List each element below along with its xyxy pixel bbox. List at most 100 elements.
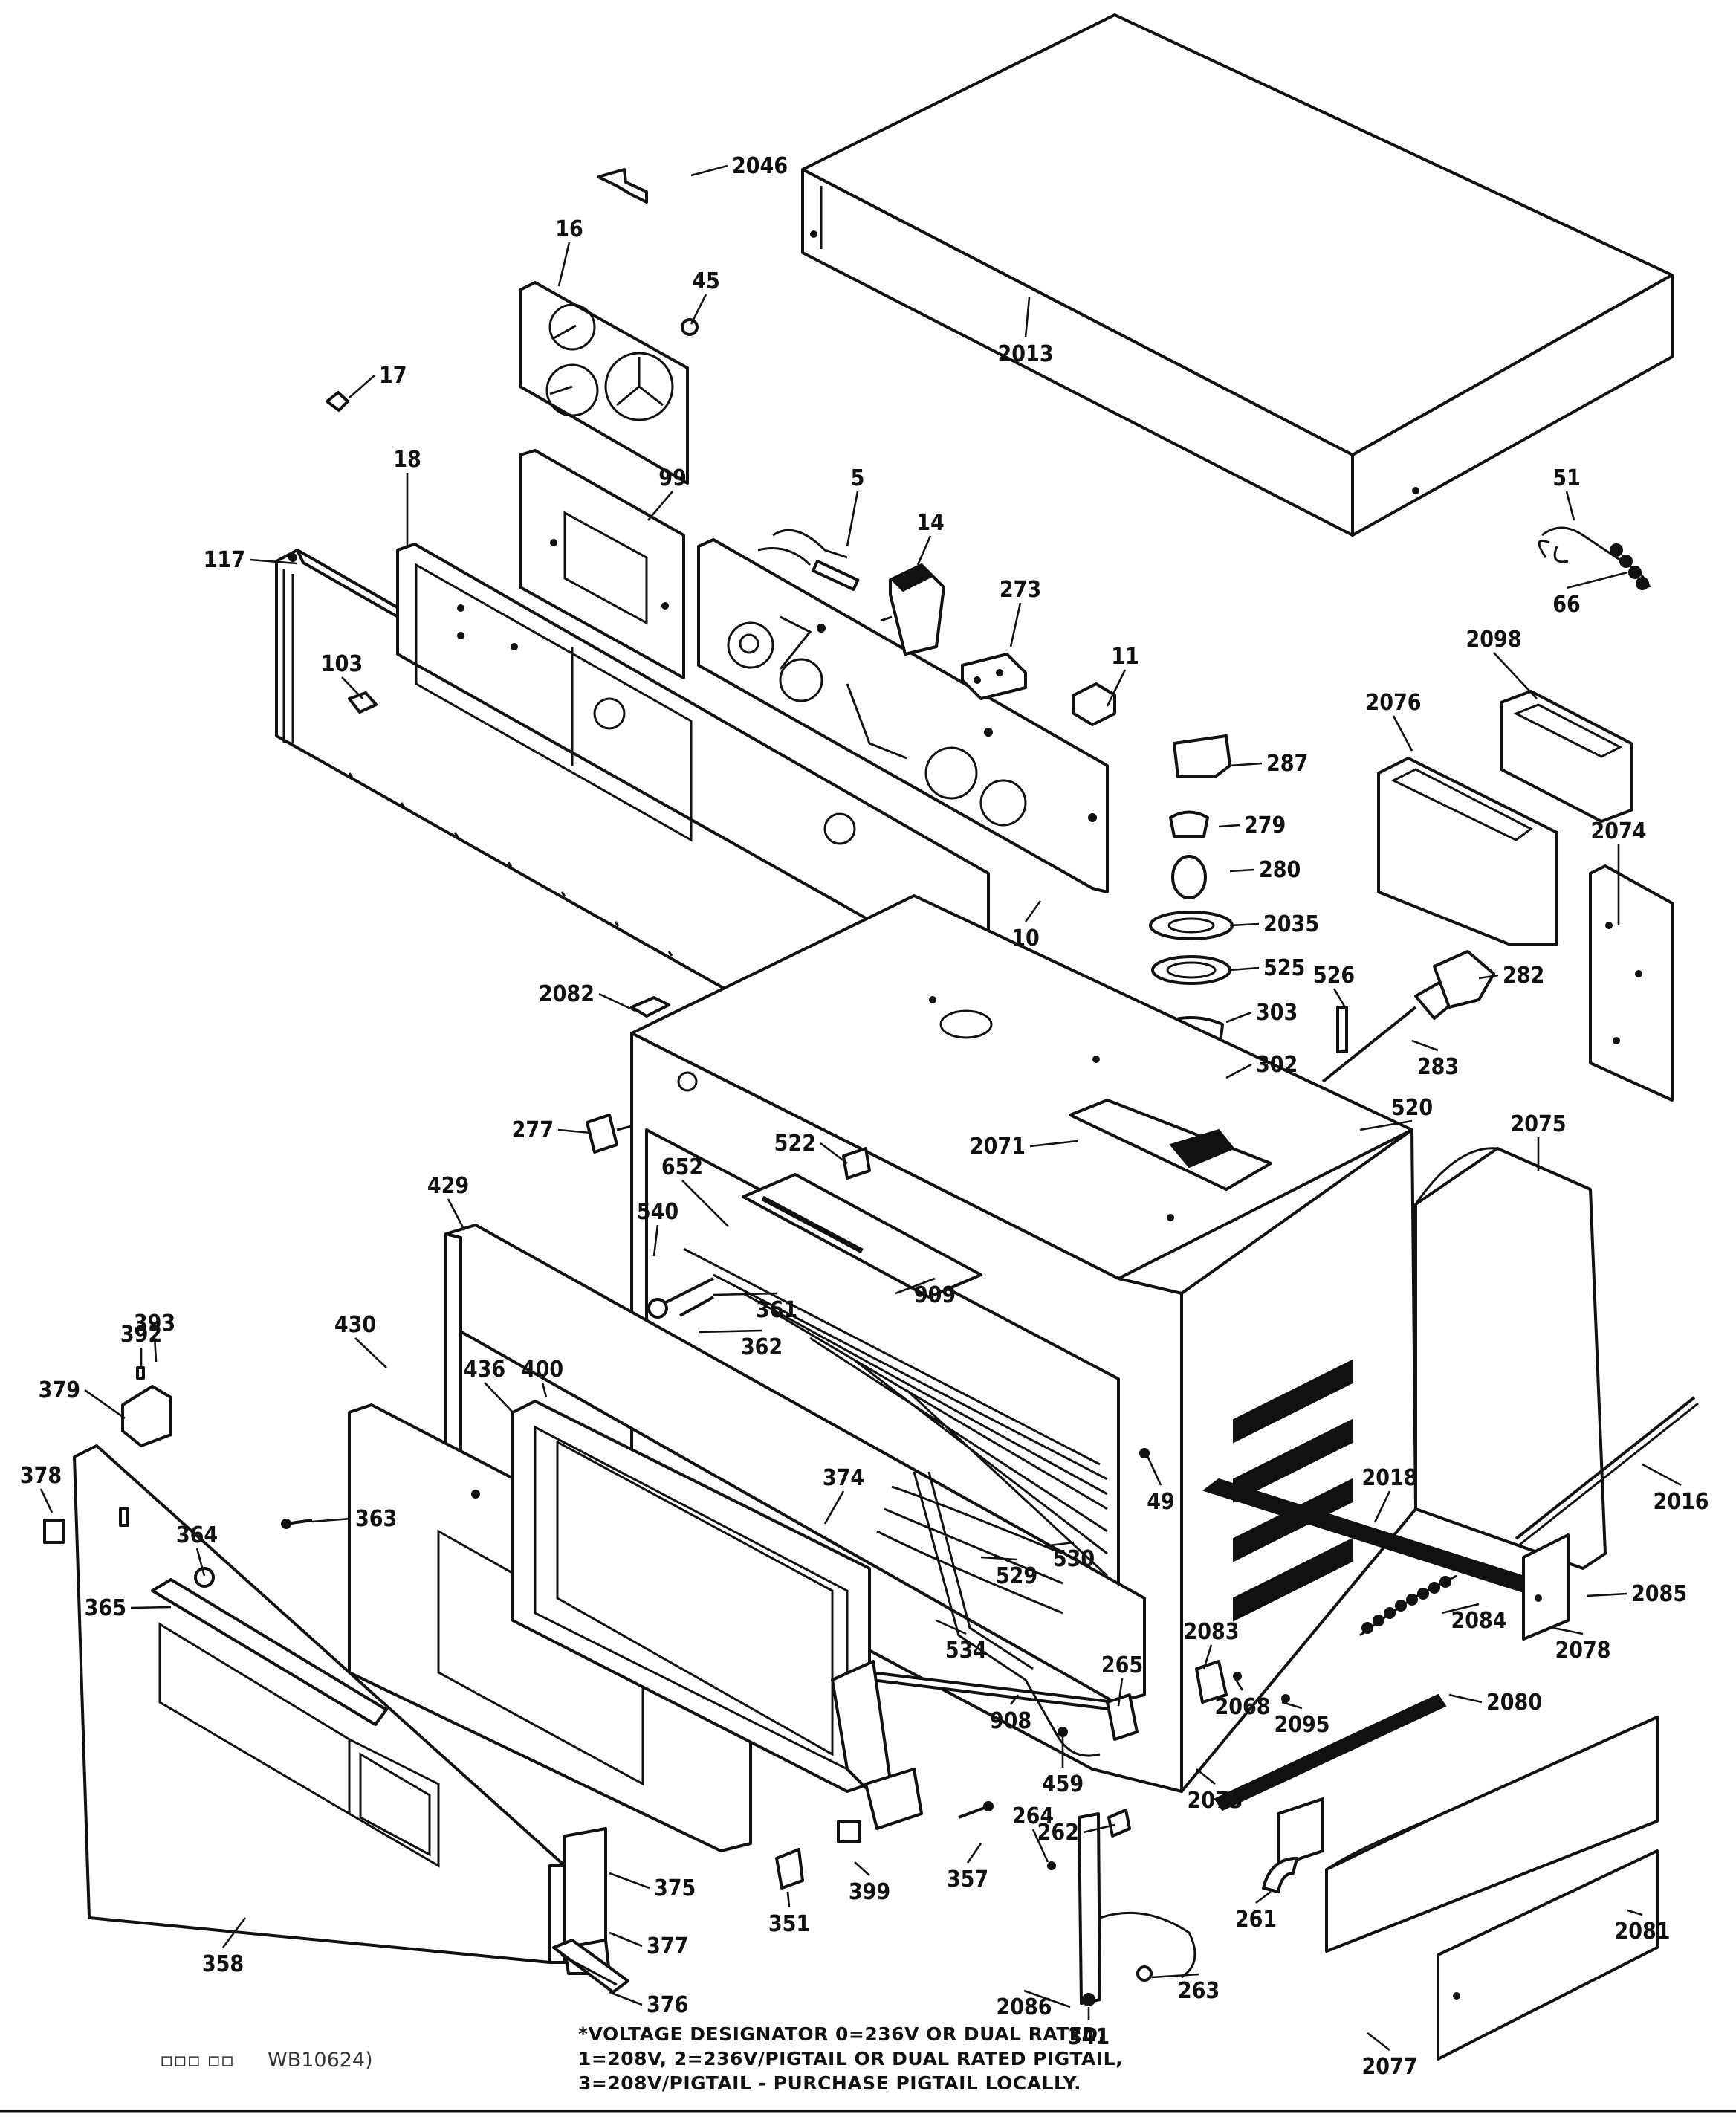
leader-909 <box>895 1277 936 1295</box>
leader-540 <box>652 1224 659 1257</box>
callout-263: 263 <box>1178 1978 1220 2004</box>
callout-2071: 2071 <box>970 1134 1026 1160</box>
callout-2078: 2078 <box>1555 1638 1610 1664</box>
leader-429 <box>447 1198 466 1231</box>
callout-361: 361 <box>756 1297 797 1323</box>
callout-2095: 2095 <box>1274 1712 1329 1738</box>
callout-2018: 2018 <box>1361 1465 1417 1491</box>
side-panel-2075 <box>1414 1147 1607 1570</box>
leader-263 <box>1151 1973 1199 1979</box>
leader-399 <box>854 1861 870 1876</box>
leader-363 <box>311 1517 352 1523</box>
callout-11: 11 <box>1111 644 1139 670</box>
leader-530 <box>1043 1541 1075 1548</box>
callout-2068: 2068 <box>1214 1694 1270 1720</box>
junction-box-2098 <box>1500 690 1633 823</box>
leader-117 <box>249 558 298 565</box>
part-number-caption: ▫▫▫ ▫▫ WB10624) <box>160 2049 373 2072</box>
callout-283: 283 <box>1417 1054 1459 1080</box>
callout-264: 264 <box>1012 1803 1054 1829</box>
callout-393: 393 <box>134 1310 175 1337</box>
callout-357: 357 <box>947 1866 988 1893</box>
callout-909: 909 <box>914 1282 956 1308</box>
leader-357 <box>966 1843 982 1864</box>
leader-262 <box>1083 1823 1115 1834</box>
leader-261 <box>1255 1890 1272 1904</box>
leader-393 <box>153 1336 158 1363</box>
leader-379 <box>84 1389 126 1420</box>
spacer-399 <box>837 1820 861 1843</box>
leader-51 <box>1565 491 1575 521</box>
leader-400 <box>541 1382 548 1398</box>
leader-283 <box>1411 1039 1439 1052</box>
leader-522 <box>820 1142 848 1165</box>
leader-436 <box>484 1382 514 1413</box>
leader-280 <box>1229 868 1255 873</box>
footnote-line-1: *VOLTAGE DESIGNATOR 0=236V OR DUAL RATED… <box>578 2023 1106 2045</box>
leader-2071 <box>1029 1140 1078 1148</box>
switch-277 <box>586 1114 632 1154</box>
leader-520 <box>1359 1119 1413 1131</box>
oven-interior <box>645 1128 1120 1637</box>
leader-273 <box>1009 602 1022 647</box>
hinge-bracket-door <box>831 1660 923 1830</box>
callout-534: 534 <box>945 1638 987 1664</box>
lower-panel-2081 <box>1437 1849 1659 2061</box>
leader-2081 <box>1627 1909 1643 1916</box>
leader-265 <box>1117 1678 1124 1707</box>
leader-351 <box>786 1891 791 1908</box>
leader-279 <box>1218 824 1240 828</box>
wire-harness <box>1538 526 1651 590</box>
callout-376: 376 <box>647 1992 688 2018</box>
callout-277: 277 <box>512 1117 554 1143</box>
callout-5: 5 <box>851 465 865 491</box>
callout-379: 379 <box>39 1377 80 1403</box>
leader-303 <box>1225 1011 1252 1024</box>
hinge-bracket-2078 <box>1522 1533 1570 1641</box>
callout-520: 520 <box>1391 1095 1433 1121</box>
screws-361-362 <box>647 1277 714 1319</box>
callout-374: 374 <box>823 1465 864 1491</box>
leader-374 <box>823 1490 845 1525</box>
callout-436: 436 <box>464 1357 505 1383</box>
leader-10 <box>1024 900 1042 922</box>
callout-265: 265 <box>1101 1652 1143 1678</box>
callout-341: 341 <box>1068 2024 1110 2050</box>
callout-279: 279 <box>1244 812 1286 838</box>
callout-459: 459 <box>1042 1771 1084 1797</box>
callout-364: 364 <box>176 1522 218 1548</box>
callout-103: 103 <box>321 651 363 677</box>
callout-261: 261 <box>1235 1907 1277 1933</box>
leader-376 <box>609 1991 643 2006</box>
leader-2073 <box>1196 1768 1216 1785</box>
footnote-line-3: 3=208V/PIGTAIL - PURCHASE PIGTAIL LOCALL… <box>578 2072 1081 2094</box>
callout-399: 399 <box>849 1879 890 1905</box>
support-rod-2016 <box>1515 1396 1699 1546</box>
callout-430: 430 <box>334 1312 376 1338</box>
callout-2046: 2046 <box>732 153 788 179</box>
callout-66: 66 <box>1552 592 1581 618</box>
screw-357 <box>958 1801 994 1819</box>
outer-door-panel <box>73 1444 566 1964</box>
callout-303: 303 <box>1256 1000 1298 1026</box>
leader-2083 <box>1202 1644 1213 1670</box>
door-spring <box>1359 1574 1457 1637</box>
callout-51: 51 <box>1552 465 1581 491</box>
callout-18: 18 <box>393 447 421 473</box>
callout-362: 362 <box>741 1334 783 1360</box>
leader-11 <box>1106 669 1127 707</box>
leader-378 <box>39 1488 54 1513</box>
leader-2080 <box>1448 1693 1483 1704</box>
leader-49 <box>1143 1449 1162 1486</box>
door-hinge-376 <box>552 1939 629 1994</box>
leader-287 <box>1229 762 1263 767</box>
leader-2035 <box>1229 922 1260 927</box>
bezel-378 <box>43 1519 65 1544</box>
footnote-line-2: 1=208V, 2=236V/PIGTAIL OR DUAL RATED PIG… <box>578 2048 1123 2069</box>
callout-273: 273 <box>1000 577 1041 603</box>
leader-277 <box>557 1128 592 1134</box>
leader-2095 <box>1281 1701 1303 1710</box>
leader-652 <box>681 1180 729 1227</box>
callout-429: 429 <box>427 1173 469 1199</box>
